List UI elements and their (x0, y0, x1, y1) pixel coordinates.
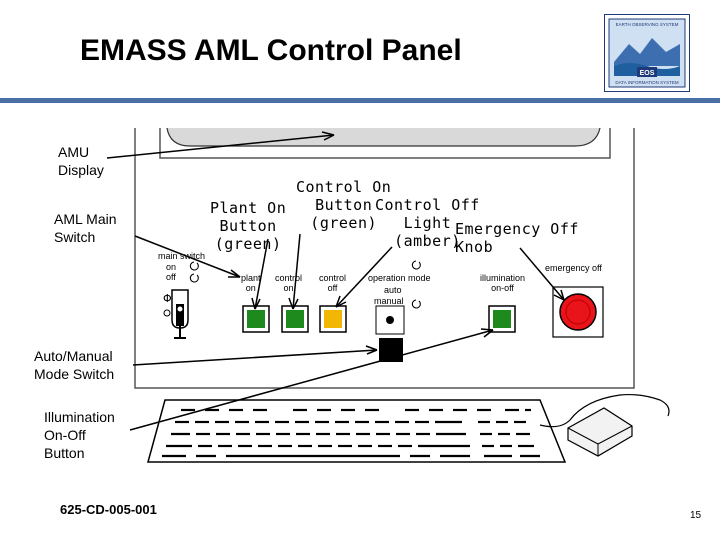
switch-off-text: off (166, 272, 176, 282)
switch-on-text: on (166, 262, 177, 272)
logo-center-text: EOS (640, 70, 655, 77)
switch-off-symbol (163, 309, 171, 317)
control-off-light (324, 310, 342, 328)
manual-icon (411, 299, 421, 309)
eos-logo: EARTH OBSERVING SYSTEM EOS DATA INFORMAT… (604, 14, 690, 92)
plant-on-button (247, 310, 265, 328)
callout-arrows (106, 131, 565, 431)
emergency-off-text: emergency off (545, 263, 602, 273)
keyboard-keys (162, 408, 540, 458)
auto-icon (411, 260, 421, 270)
illumination-button (493, 310, 511, 328)
amu-display (159, 128, 611, 159)
amu-housing (134, 128, 635, 389)
main-switch-text: main switch (158, 251, 206, 261)
logo-top-text: EARTH OBSERVING SYSTEM (616, 22, 679, 27)
power-off-icon (189, 273, 199, 283)
document-number: 625-CD-005-001 (60, 502, 157, 517)
control-on-button (286, 310, 304, 328)
mouse (567, 407, 633, 457)
manual-text: manual (374, 296, 404, 306)
title-rule (0, 98, 720, 103)
page-title: EMASS AML Control Panel (80, 34, 462, 67)
logo-bottom-text: DATA INFORMATION SYSTEM (615, 80, 679, 85)
operation-mode-text: operation mode (368, 273, 431, 283)
power-on-icon (189, 261, 199, 271)
switch-on-symbol: Φ (163, 292, 172, 305)
operation-mode-key (386, 316, 394, 324)
mouse-cable (539, 393, 670, 428)
auto-text: auto (384, 285, 402, 295)
page-number: 15 (690, 510, 702, 521)
amu-display-screen (166, 127, 601, 147)
main-switch-lever (176, 304, 184, 326)
